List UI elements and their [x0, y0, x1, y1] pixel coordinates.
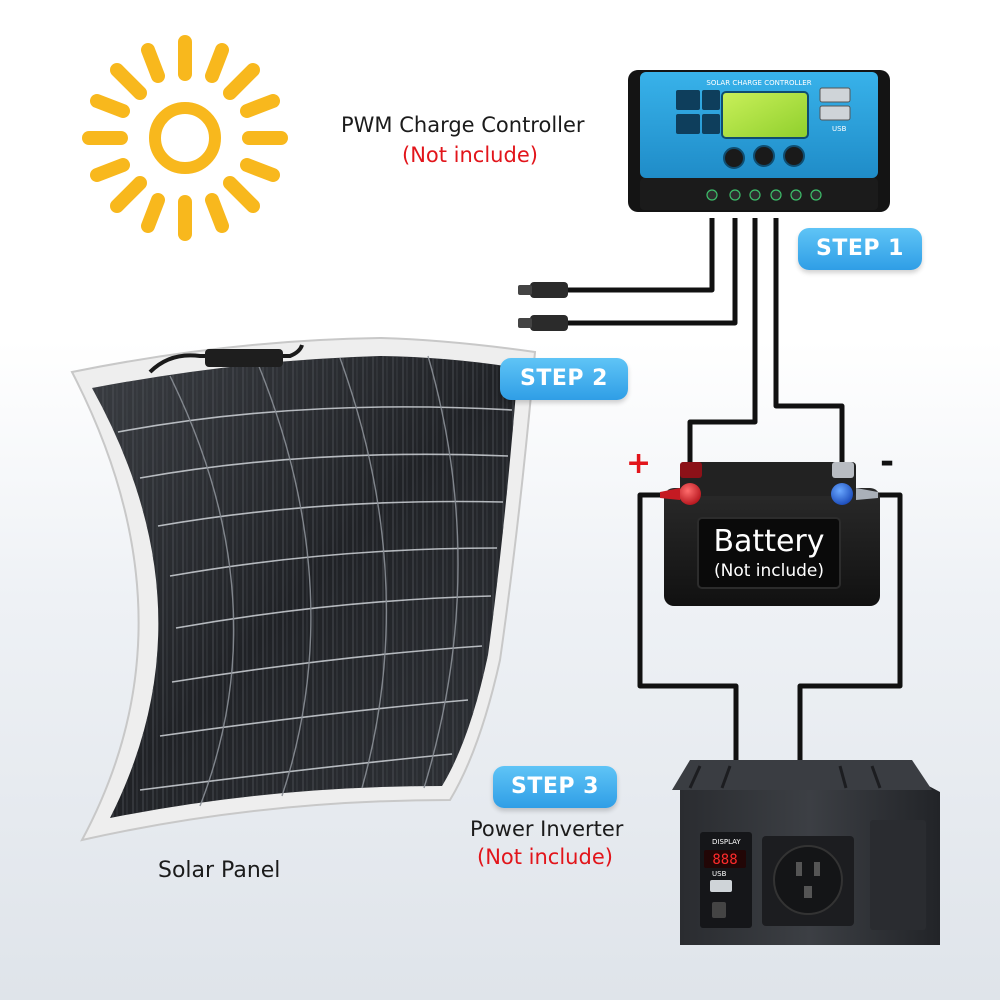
mc4-connector-positive	[518, 282, 568, 298]
controller-usb-text: USB	[832, 125, 847, 133]
inverter-title: Power Inverter	[470, 817, 624, 841]
controller-note: (Not include)	[402, 143, 538, 167]
step3-badge: STEP 3	[493, 766, 617, 808]
wires	[556, 218, 903, 768]
solar-panel	[70, 336, 537, 842]
charge-controller: SOLAR CHARGE CONTROLLER USB	[628, 70, 890, 212]
inverter-display-text: DISPLAY	[712, 838, 741, 846]
plus-terminal-icon	[660, 462, 702, 505]
battery	[664, 462, 880, 606]
step1-badge: STEP 1	[798, 228, 922, 270]
controller-header-text: SOLAR CHARGE CONTROLLER	[706, 79, 811, 87]
mc4-connector-negative	[518, 315, 568, 331]
battery-title: Battery	[713, 524, 825, 559]
panel-title: Solar Panel	[158, 858, 281, 883]
battery-note: (Not include)	[713, 561, 825, 581]
plus-sign: +	[626, 446, 652, 481]
power-inverter: DISPLAY 888 USB	[672, 760, 940, 945]
step2-badge: STEP 2	[500, 358, 628, 400]
inverter-readout: 888	[712, 852, 737, 868]
controller-title: PWM Charge Controller	[341, 113, 585, 137]
inverter-usb-text: USB	[712, 870, 727, 878]
minus-terminal-icon	[831, 462, 878, 505]
inverter-note: (Not include)	[477, 845, 613, 869]
sun-icon	[82, 35, 288, 241]
minus-sign: -	[880, 442, 895, 482]
